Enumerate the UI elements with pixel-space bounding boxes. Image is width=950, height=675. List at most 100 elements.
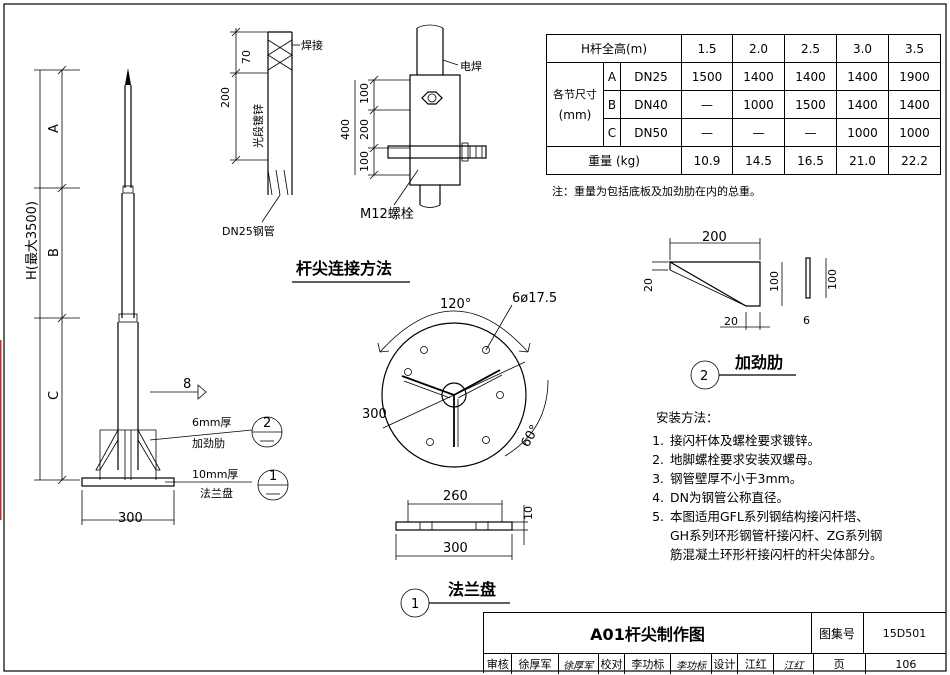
table-row: 重量 (kg) 10.9 14.5 16.5 21.0 22.2: [546, 146, 941, 175]
pole-height-label: H(最大3500): [25, 201, 40, 280]
pole-elevation: H(最大3500) A B C 300 8: [25, 65, 289, 526]
conn-bolt-label: M12螺栓: [360, 207, 414, 222]
checker-signature: 李功标: [671, 654, 712, 674]
value-cell: 1400: [732, 62, 785, 91]
segment-cell: B: [603, 90, 621, 119]
table-row: B DN40 — 1000 1500 1400 1400: [547, 90, 941, 119]
value-cell: 1000: [888, 118, 941, 147]
table-note: 注：重量为包括底板及加劲肋在内的总重。: [552, 185, 761, 198]
value-cell: 1400: [836, 90, 889, 119]
size-label-cell: 各节尺寸 (mm): [546, 62, 604, 147]
tip-dim-200: 200: [219, 87, 232, 108]
rib-section-title: 加劲肋: [734, 353, 783, 372]
value-cell: 1500: [681, 62, 733, 91]
list-item: 钢管壁厚不小于3mm。: [668, 469, 886, 488]
flange-dia-300: 300: [362, 407, 387, 422]
weight-label-cell: 重量 (kg): [546, 146, 682, 175]
reviewer-signature: 徐厚军: [559, 654, 599, 674]
flange-thickness-note: 10mm厚: [192, 468, 238, 481]
weight-cell: 16.5: [784, 146, 837, 175]
flange-plate-circle: [381, 322, 527, 468]
review-label: 审核: [484, 654, 513, 674]
segment-cell: C: [603, 118, 621, 147]
rib-dim-100b: 100: [826, 269, 839, 290]
rib-dim-100: 100: [768, 271, 781, 292]
title-block: A01杆尖制作图 图集号 15D501 审核 徐厚军 徐厚军 校对 李功标 李功…: [483, 612, 946, 674]
table-header-label: H杆全高(m): [546, 34, 682, 63]
flange-dim-300b: 300: [443, 541, 468, 556]
rib-plate-outline: [667, 261, 761, 307]
rib-dim-6: 6: [803, 314, 810, 327]
height-cell: 3.0: [836, 34, 889, 63]
dn-cell: DN50: [620, 118, 682, 147]
table-row: H杆全高(m) 1.5 2.0 2.5 3.0 3.5: [546, 34, 941, 63]
value-cell: 1400: [784, 62, 837, 91]
rib-name-label: 加劲肋: [192, 436, 225, 450]
value-cell: 1900: [888, 62, 941, 91]
value-cell: —: [681, 118, 733, 147]
segment-c-label: C: [47, 391, 62, 400]
list-item: 本图适用GFL系列钢结构接闪杆塔、GH系列环形钢管杆接闪杆、ZG系列钢筋混凝土环…: [668, 507, 886, 564]
reviewer-name: 徐厚军: [512, 654, 559, 674]
height-cell: 2.5: [784, 34, 837, 63]
tip-detail: 70 200 焊接 光段镀锌 DN25钢管: [219, 27, 323, 238]
rib-side-view: [805, 257, 811, 299]
pole-tip: [125, 68, 131, 85]
flange-detail: 120° 6ø17.5 300 60° 260 10 300 1 法兰盘: [362, 291, 557, 618]
base-plate: [81, 477, 175, 487]
conn-section-title: 杆尖连接方法: [296, 259, 392, 278]
size-weight-table: H杆全高(m) 1.5 2.0 2.5 3.0 3.5 各节尺寸 (mm) A …: [546, 34, 941, 175]
weight-cell: 14.5: [732, 146, 785, 175]
arrow-label: 8: [183, 377, 191, 392]
dn-cell: DN25: [620, 62, 682, 91]
tip-pipe-label: DN25钢管: [222, 224, 275, 238]
flange-callout-number: 1: [269, 469, 277, 484]
design-label: 设计: [712, 654, 739, 674]
rib-dim-20a: 20: [642, 278, 655, 292]
flange-dim-260: 260: [443, 489, 468, 504]
value-cell: 1000: [836, 118, 889, 147]
flange-name-label: 法兰盘: [200, 486, 233, 500]
rib-dim-20b: 20: [724, 315, 738, 328]
atlas-number: 15D501: [882, 626, 927, 640]
weight-cell: 21.0: [836, 146, 889, 175]
rib-detail: 200 20 100 20 100 6 2 加劲肋: [642, 230, 839, 390]
value-cell: 1500: [784, 90, 837, 119]
conn-weld-label: 电焊: [460, 59, 482, 73]
flange-section-title: 法兰盘: [448, 580, 496, 599]
drawing-title: A01杆尖制作图: [484, 613, 812, 653]
connection-detail: 400 100 200 100 电焊 M12螺栓 杆尖连接方法: [292, 24, 487, 283]
install-notes: 安装方法： 接闪杆体及螺栓要求镀锌。 地脚螺栓要求安装双螺母。 钢管壁厚不小于3…: [646, 408, 886, 564]
list-item: 接闪杆体及螺栓要求镀锌。: [668, 431, 886, 450]
dn-cell: DN40: [620, 90, 682, 119]
signature-row: 审核 徐厚军 徐厚军 校对 李功标 李功标 设计 江红 江红 页 106: [484, 653, 946, 674]
value-cell: 1000: [732, 90, 785, 119]
atlas-label: 图集号: [811, 613, 864, 653]
designer-signature: 江红: [774, 654, 814, 674]
value-cell: 1400: [836, 62, 889, 91]
size-label: 各节尺寸: [553, 87, 597, 101]
designer-name: 江红: [738, 654, 775, 674]
segment-a-label: A: [47, 124, 62, 133]
height-cell: 2.0: [732, 34, 785, 63]
value-cell: —: [784, 118, 837, 147]
page-number: 106: [895, 657, 917, 671]
tip-weld-label: 焊接: [301, 38, 323, 52]
height-cell: 3.5: [888, 34, 941, 63]
table-row: 各节尺寸 (mm) A DN25 1500 1400 1400 1400 190…: [546, 62, 941, 147]
flange-angle-120: 120°: [440, 297, 471, 312]
value-cell: —: [732, 118, 785, 147]
weight-cell: 22.2: [888, 146, 941, 175]
flange-callout-label: 1: [411, 597, 419, 612]
rib-callout-number: 2: [263, 416, 271, 431]
base-width-dim: 300: [118, 511, 143, 526]
check-label: 校对: [599, 654, 626, 674]
value-cell: —: [681, 90, 733, 119]
value-cell: 1400: [888, 90, 941, 119]
tip-galvanize-label: 光段镀锌: [251, 104, 265, 148]
conn-dim-100b: 100: [358, 151, 371, 172]
flange-section: [395, 521, 513, 531]
table-row: C DN50 — — — 1000 1000: [547, 118, 941, 147]
conn-dim-100a: 100: [358, 83, 371, 104]
